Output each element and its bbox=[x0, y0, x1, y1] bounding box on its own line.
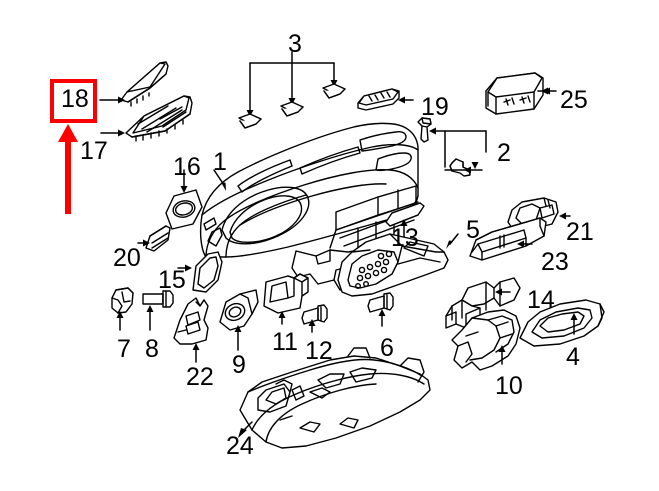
callout-label-9: 9 bbox=[232, 351, 246, 379]
callout-label-2: 2 bbox=[497, 139, 511, 167]
callout-label-17: 17 bbox=[80, 137, 108, 165]
part-8-bolt bbox=[142, 290, 174, 308]
callout-label-4: 4 bbox=[566, 343, 580, 371]
callout-label-3: 3 bbox=[288, 30, 302, 58]
part-20-small-trim bbox=[145, 225, 171, 252]
callout-label-18: 18 bbox=[61, 85, 89, 113]
part-22-bracket bbox=[173, 297, 209, 345]
part-23-center-vent bbox=[469, 217, 547, 261]
callout-label-12: 12 bbox=[305, 337, 333, 365]
part-17-defroster-grille bbox=[125, 95, 193, 142]
highlight-box bbox=[50, 79, 97, 123]
callout-label-16: 16 bbox=[173, 153, 201, 181]
part-3-clips bbox=[238, 51, 346, 129]
callout-label-6: 6 bbox=[380, 334, 394, 362]
callout-label-24: 24 bbox=[226, 432, 254, 460]
callout-label-14: 14 bbox=[527, 286, 555, 314]
part-2-bolts bbox=[417, 117, 471, 177]
callout-label-10: 10 bbox=[495, 372, 523, 400]
part-16-speaker-grille bbox=[165, 189, 203, 230]
part-9-bracket bbox=[219, 289, 259, 331]
part-11-module bbox=[263, 273, 309, 314]
callout-label-11: 11 bbox=[272, 328, 298, 356]
callout-label-15: 15 bbox=[158, 266, 186, 294]
part-24-glovebox bbox=[239, 347, 431, 449]
part-18-defroster-grille bbox=[120, 61, 169, 107]
part-25-airbag bbox=[485, 72, 544, 115]
part-4-right-trim bbox=[519, 299, 605, 347]
part-6-bolt bbox=[367, 292, 394, 313]
callout-label-25: 25 bbox=[560, 86, 588, 114]
callout-label-1: 1 bbox=[213, 148, 227, 176]
part-19-vent-grille bbox=[357, 88, 400, 111]
callout-label-21: 21 bbox=[566, 218, 594, 246]
callout-label-19: 19 bbox=[421, 93, 449, 121]
part-13-trim-strip bbox=[385, 202, 425, 227]
callout-label-22: 22 bbox=[186, 363, 214, 391]
part-12-bolt bbox=[301, 304, 328, 325]
callout-label-20: 20 bbox=[113, 244, 141, 272]
callout-label-23: 23 bbox=[541, 248, 569, 276]
callout-label-7: 7 bbox=[117, 335, 131, 363]
part-10-lower-trim bbox=[451, 309, 521, 371]
part-15-endcap bbox=[192, 251, 223, 293]
callout-label-5: 5 bbox=[466, 216, 480, 244]
part-7-bracket bbox=[111, 287, 134, 314]
callout-label-8: 8 bbox=[145, 335, 159, 363]
part-5-cluster-bezel bbox=[337, 233, 449, 297]
callout-label-13: 13 bbox=[391, 224, 419, 252]
